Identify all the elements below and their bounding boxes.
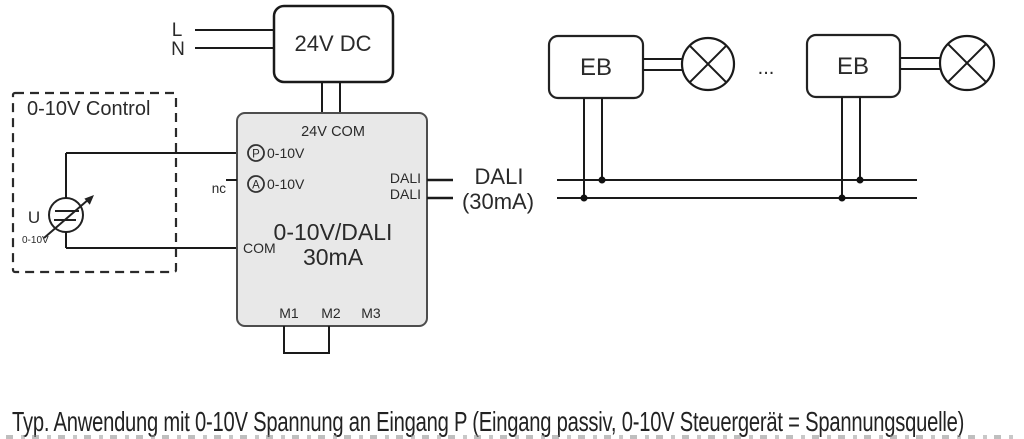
p-terminal-letter: P	[252, 149, 260, 161]
p-terminal-label: 0-10V	[267, 145, 305, 161]
caption-text: Typ. Anwendung mit 0-10V Spannung an Ein…	[12, 406, 965, 437]
converter-terminal-24v: 24V	[301, 124, 327, 140]
voltage-source-arrow-shaft	[43, 198, 90, 239]
mains-neutral-label: N	[171, 39, 185, 60]
wiring-diagram: L N 24V DC 0-10V Control U 0-10V 24V COM	[11, 4, 996, 354]
psu-box	[272, 4, 395, 84]
junction-dot	[838, 194, 846, 202]
junction-dot	[856, 176, 864, 184]
cut-off-text-line	[6, 435, 1018, 439]
converter-box	[236, 112, 428, 327]
dali-bus-label: DALI	[475, 164, 524, 189]
voltage-source-arrowhead	[84, 195, 94, 205]
psu-label: 24V DC	[294, 31, 371, 56]
a-terminal-letter: A	[252, 180, 260, 192]
voltage-source-range: 0-10V	[22, 235, 49, 246]
dali-terminal-1-label: DALI	[390, 170, 421, 186]
converter-name-line1: 0-10V/DALI	[274, 219, 393, 245]
a-terminal-icon	[247, 175, 265, 193]
m2-label: M2	[321, 305, 341, 321]
control-box-title: 0-10V Control	[27, 98, 150, 120]
dali-terminal-2-label: DALI	[390, 186, 421, 202]
lamp-cross-2	[688, 44, 728, 84]
ellipsis: ...	[758, 57, 775, 79]
nc-label: nc	[212, 181, 227, 196]
voltage-source-icon	[48, 197, 84, 233]
dali-bus-current: (30mA)	[462, 189, 534, 214]
m3-label: M3	[361, 305, 381, 321]
control-box	[11, 91, 178, 274]
mains-line-label: L	[172, 20, 183, 41]
eb1-label: EB	[580, 54, 612, 81]
eb1-box	[547, 34, 645, 100]
eb2-label: EB	[837, 53, 869, 80]
a-terminal-label: 0-10V	[267, 176, 305, 192]
voltage-source-label: U	[28, 208, 40, 227]
converter-terminal-com-top: COM	[331, 124, 365, 140]
converter-name-line2: 30mA	[303, 244, 364, 270]
junction-dot	[598, 176, 606, 184]
com-terminal-label: COM	[243, 240, 276, 256]
junction-dot	[580, 194, 588, 202]
p-terminal-icon	[247, 144, 265, 162]
lamp-cross-2	[947, 43, 987, 83]
eb2-box	[805, 33, 902, 99]
m1-label: M1	[279, 305, 299, 321]
